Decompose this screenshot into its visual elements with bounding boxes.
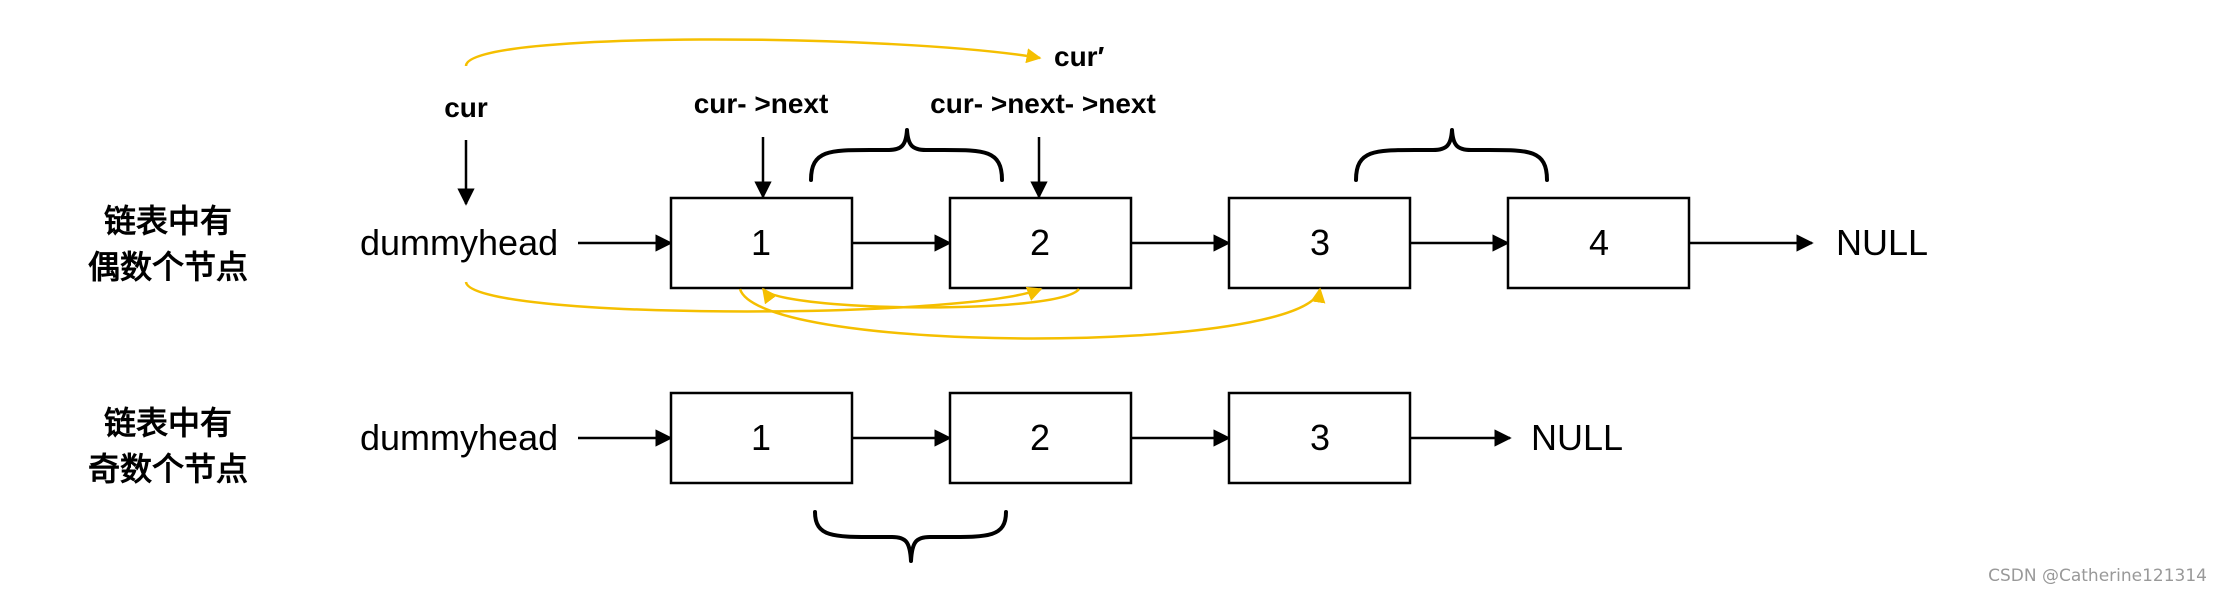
- cur-next-label: cur- >next: [694, 88, 829, 119]
- odd-dummyhead-label: dummyhead: [360, 417, 558, 458]
- odd-pair-brace-1-2: [813, 510, 1008, 563]
- cur-prime-label: cur′: [1054, 41, 1105, 72]
- even-node-3-value: 3: [1310, 222, 1330, 263]
- even-row: 链表中有 偶数个节点 dummyhead 1 2 3 4 NULL cur cu…: [88, 38, 1928, 340]
- csdn-watermark: CSDN @Catherine121314: [1988, 566, 2207, 586]
- odd-node-2-value: 2: [1030, 417, 1050, 458]
- cur-to-cur-prime-arrow: [464, 38, 1042, 67]
- pair-brace-3-4: [1354, 128, 1549, 182]
- pair-brace-1-2: [809, 128, 1004, 182]
- node1-to-node3-swap-arrow: [738, 287, 1326, 340]
- odd-row-label-line1: 链表中有: [104, 404, 232, 442]
- cur-next-next-label: cur- >next- >next: [930, 88, 1156, 119]
- even-null-label: NULL: [1836, 222, 1928, 263]
- even-node-4: [1506, 196, 1691, 290]
- even-row-label-line1: 链表中有: [104, 202, 232, 240]
- even-dummyhead-label: dummyhead: [360, 222, 558, 263]
- even-node-1-value: 1: [751, 222, 771, 263]
- odd-row-label-line2: 奇数个节点: [88, 450, 248, 488]
- even-node-3: [1227, 196, 1412, 290]
- cur-label: cur: [444, 92, 488, 123]
- odd-node-1-value: 1: [751, 417, 771, 458]
- even-row-label-line2: 偶数个节点: [88, 248, 248, 286]
- odd-null-label: NULL: [1531, 417, 1623, 458]
- odd-node-2: [948, 391, 1133, 485]
- even-node-2-value: 2: [1030, 222, 1050, 263]
- node2-to-node1-swap-arrow: [762, 287, 1081, 309]
- odd-node-3: [1227, 391, 1412, 485]
- odd-node-1: [669, 391, 854, 485]
- even-node-4-value: 4: [1589, 222, 1609, 263]
- dummyhead-to-node2-swap-arrow: [464, 281, 1043, 313]
- odd-row: 链表中有 奇数个节点 dummyhead 1 2 3 NULL: [88, 391, 1623, 563]
- odd-node-3-value: 3: [1310, 417, 1330, 458]
